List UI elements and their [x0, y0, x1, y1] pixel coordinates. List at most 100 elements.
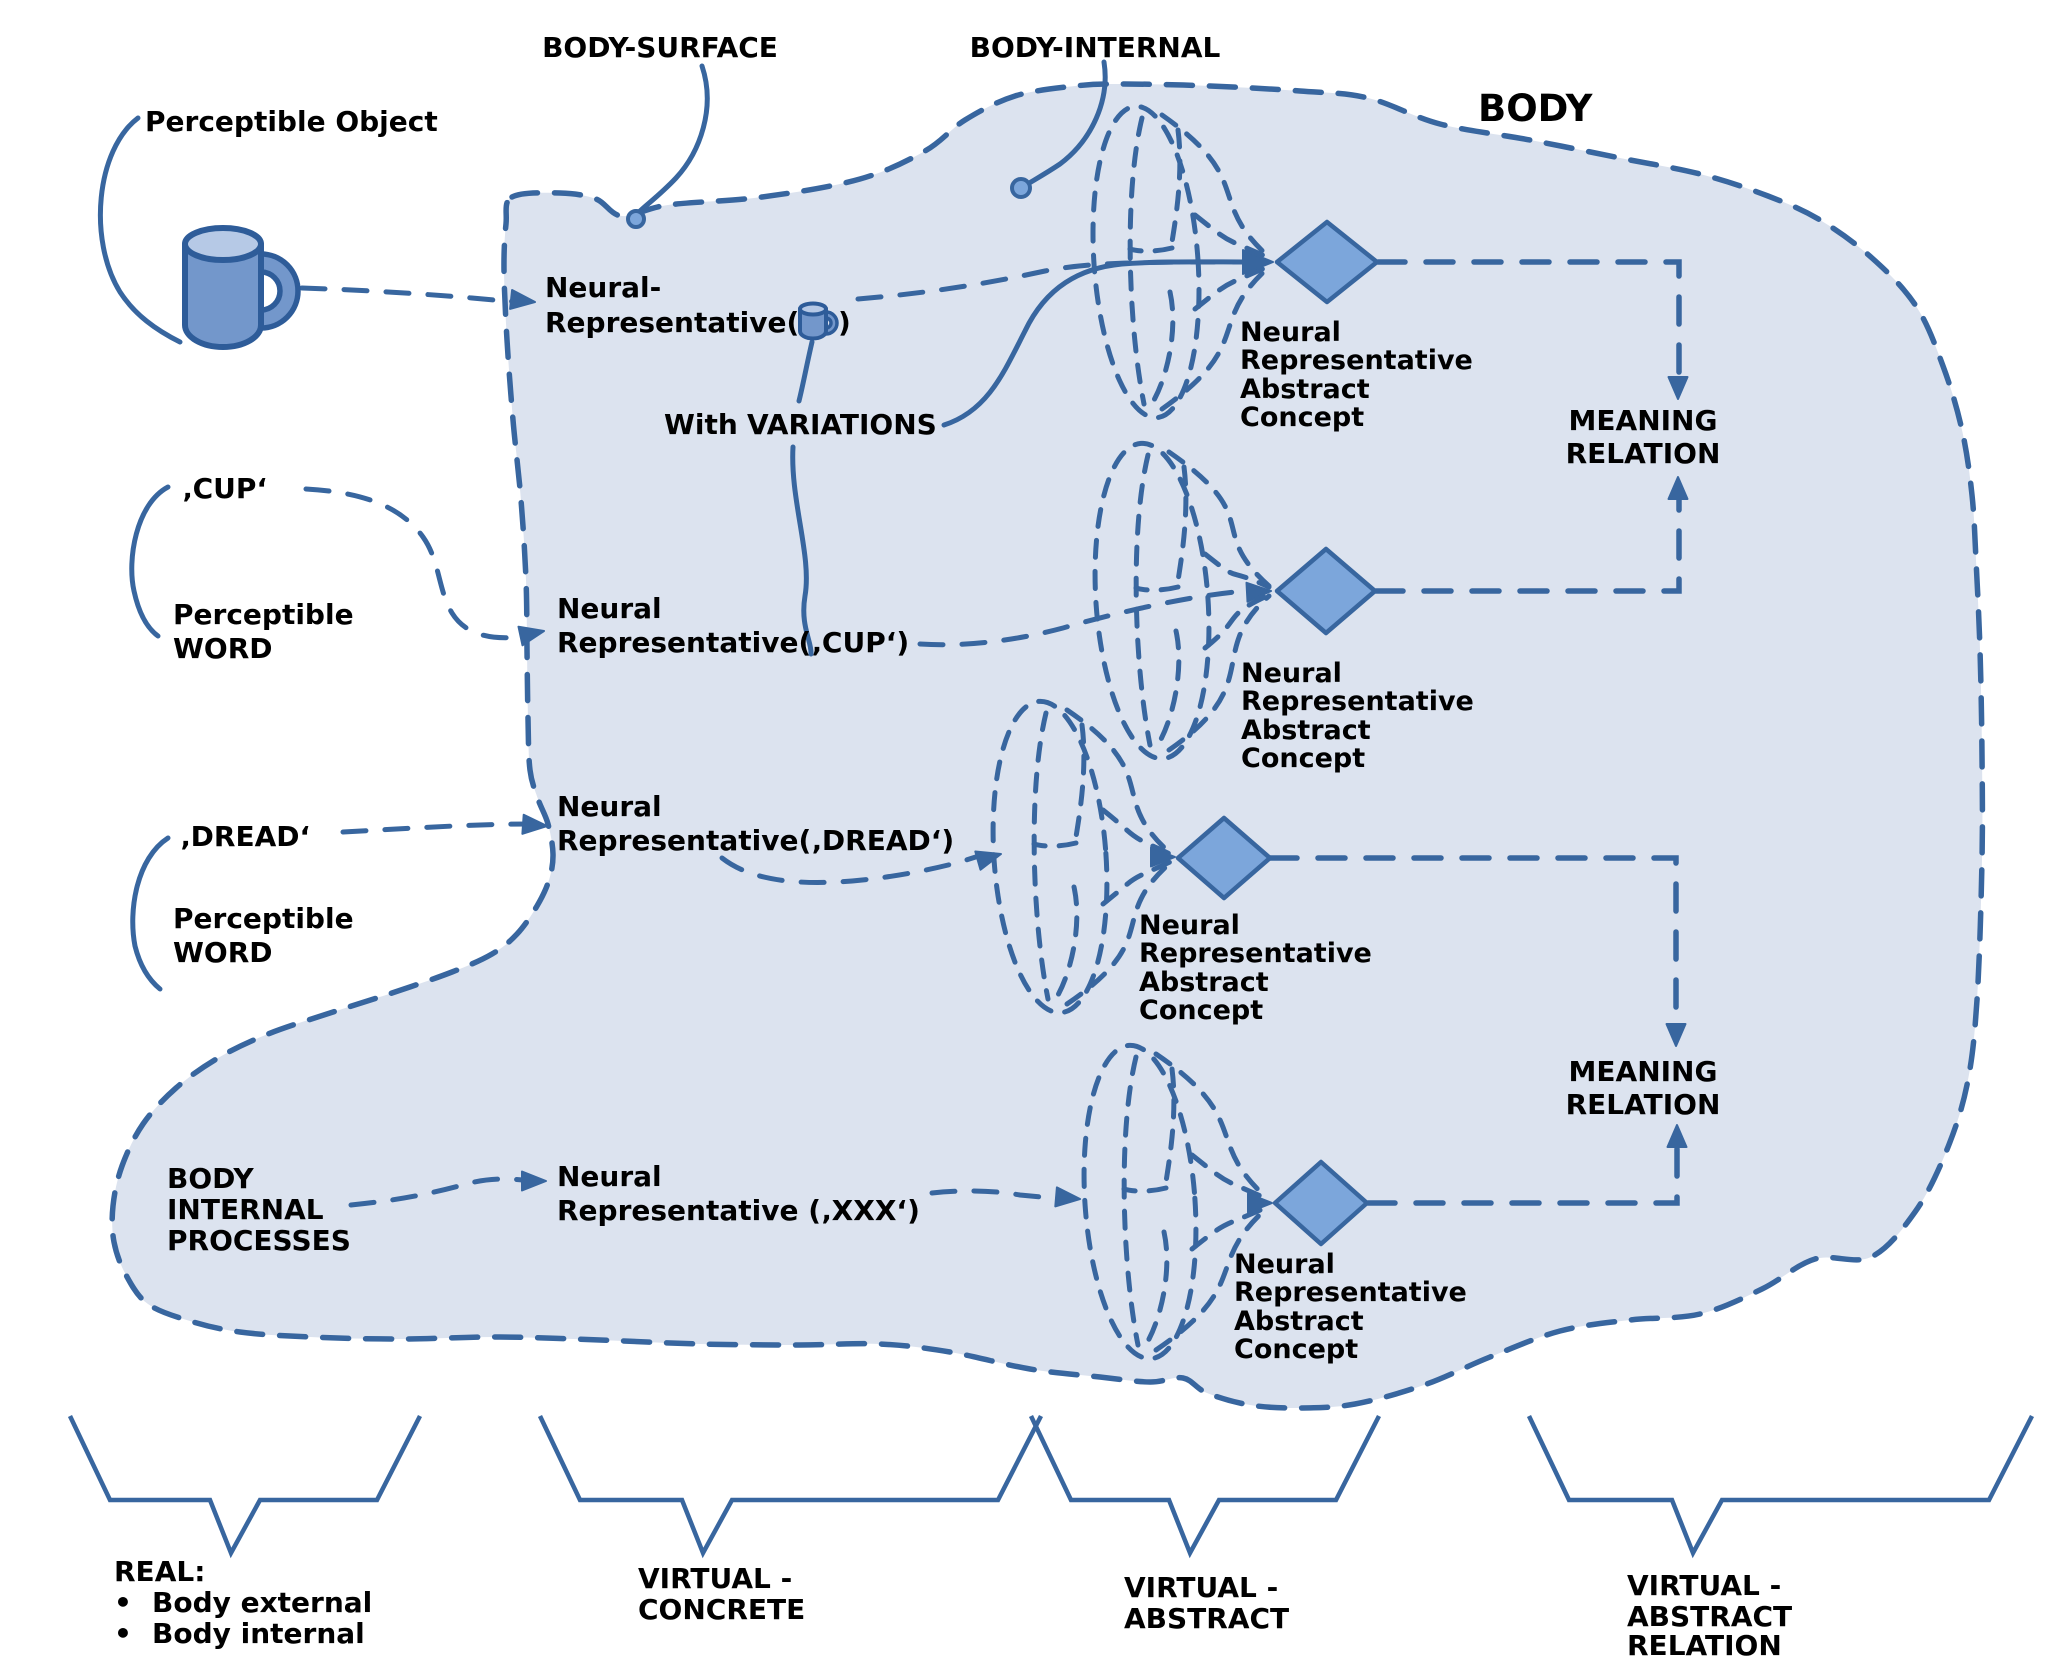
meaning-relation-1-line2: RELATION	[1566, 437, 1721, 470]
funnel-xxx	[1081, 1042, 1270, 1362]
label-body-surface: BODY-SURFACE	[542, 31, 778, 64]
legend-virtual-abstract-line1: VIRTUAL -	[1124, 1571, 1278, 1604]
abstract-concept-3-line2: Representative	[1139, 938, 1372, 969]
connector-dread-to-funnel	[719, 852, 985, 885]
label-neural-representative-cup-line2: Representative(‚CUP‘)	[557, 626, 909, 659]
label-neural-representative-xxx-line2: Representative (‚XXX‘)	[557, 1194, 920, 1227]
label-dread-word: ‚DREAD‘	[180, 820, 310, 853]
funnel-object	[1090, 103, 1272, 421]
pointer-body-surface	[636, 63, 710, 215]
brace-virtual-concrete	[537, 1414, 1044, 1559]
legend-virtual-concrete-line2: CONCRETE	[638, 1593, 805, 1626]
label-body-internal: BODY-INTERNAL	[970, 31, 1221, 64]
bracket-dread	[130, 835, 171, 992]
route-concept2-to-meaning1	[1373, 494, 1682, 594]
legend-virtual-abstract-relation-line2: ABSTRACT	[1627, 1600, 1792, 1633]
meaning-relation-1-line1: MEANING	[1569, 404, 1718, 437]
pointer-mug-variant-upper	[796, 339, 815, 404]
abstract-concept-1-line1: Neural	[1240, 317, 1341, 348]
abstract-concept-2-line3: Abstract	[1241, 715, 1371, 746]
abstract-concept-4-line3: Abstract	[1234, 1306, 1364, 1337]
legend-real-item2: •Body internal	[114, 1617, 365, 1650]
label-neural-representative-object-line2: Representative(	[545, 306, 799, 339]
connector-xxx-to-funnel	[929, 1188, 1065, 1202]
abstract-concept-1-line2: Representative	[1240, 345, 1473, 376]
arrowhead-apex-4	[1247, 1192, 1273, 1214]
legend-real-item1: •Body external	[114, 1586, 372, 1619]
arrowhead-object-input	[509, 289, 536, 310]
brace-virtual-abstract-relation	[1526, 1414, 2035, 1559]
body-outline	[109, 81, 1986, 1411]
legend-virtual-concrete-line1: VIRTUAL -	[638, 1562, 792, 1595]
arrowhead-dread-input	[521, 813, 548, 835]
abstract-concept-4-line4: Concept	[1234, 1334, 1358, 1365]
arrowhead-apex-1	[1242, 249, 1274, 275]
diamond-concept-4	[1272, 1159, 1370, 1247]
route-concept4-to-meaning2	[1365, 1141, 1680, 1206]
label-body-internal-processes-line3: PROCESSES	[167, 1224, 351, 1257]
route-concept3-to-meaning2	[1267, 855, 1679, 1030]
arrowhead-cup-input	[517, 625, 545, 647]
arrowhead-mr2-up	[1666, 1124, 1688, 1148]
abstract-concept-1-line3: Abstract	[1240, 374, 1370, 405]
pointer-body-internal	[1023, 59, 1108, 188]
legend-virtual-abstract-line2: ABSTRACT	[1124, 1602, 1289, 1635]
legend-virtual-abstract-relation-line3: RELATION	[1627, 1629, 1782, 1657]
route-concept1-to-meaning1	[1375, 259, 1682, 383]
body-surface-dot	[626, 209, 646, 229]
connector-cup-to-funnel	[917, 588, 1255, 648]
legend-virtual-abstract-relation-line1: VIRTUAL -	[1627, 1569, 1781, 1602]
pointer-variations-to-funnel	[941, 259, 1253, 428]
label-perceptible-word-dread-line1: Perceptible	[173, 902, 354, 935]
arrowhead-mr1-down	[1667, 376, 1689, 400]
brace-virtual-abstract	[1028, 1414, 1382, 1559]
abstract-concept-3-line3: Abstract	[1139, 967, 1269, 998]
arrowhead-apex-2	[1245, 581, 1272, 603]
body-internal-dot	[1010, 177, 1032, 199]
label-body-internal-processes-line1: BODY	[167, 1162, 254, 1195]
abstract-concept-4-line1: Neural	[1234, 1249, 1335, 1280]
abstract-concept-2-line2: Representative	[1241, 686, 1474, 717]
abstract-concept-3-line1: Neural	[1139, 910, 1240, 941]
label-neural-representative-object-line1: Neural-	[545, 271, 661, 304]
label-perceptible-word-cup-line1: Perceptible	[173, 598, 354, 631]
funnel-dread	[990, 698, 1173, 1016]
connector-dread-to-body	[340, 821, 535, 835]
label-neural-representative-xxx-line1: Neural	[557, 1160, 662, 1193]
bracket-cup	[129, 484, 171, 639]
label-perceptible-word-cup-line2: WORD	[173, 632, 273, 665]
mug-icon	[182, 225, 301, 350]
legend-real-title: REAL:	[114, 1555, 205, 1588]
abstract-concept-2-line4: Concept	[1241, 743, 1365, 774]
label-body-internal-processes-line2: INTERNAL	[167, 1193, 324, 1226]
abstract-concept-1-line4: Concept	[1240, 402, 1364, 433]
label-perceptible-word-dread-line2: WORD	[173, 936, 273, 969]
label-neural-representative-cup-line1: Neural	[557, 592, 662, 625]
abstract-concept-3-line4: Concept	[1139, 995, 1263, 1026]
arrowhead-mr1-up	[1667, 476, 1689, 500]
connector-object-to-funnel	[855, 259, 1253, 302]
arrowhead-xxx-funnel	[1054, 1186, 1081, 1208]
label-neural-representative-dread-line1: Neural	[557, 790, 662, 823]
arrowhead-apex-3	[1150, 846, 1176, 868]
bracket-perceptible-object	[97, 115, 183, 345]
tiny-mug-icon	[798, 301, 839, 341]
label-neural-representative-dread-line2: Representative(‚DREAD‘)	[557, 824, 954, 857]
connector-cup-to-body	[303, 486, 531, 641]
label-body: BODY	[1478, 87, 1594, 130]
diamond-concept-1	[1274, 219, 1380, 305]
meaning-relation-2-line2: RELATION	[1566, 1088, 1721, 1121]
label-neural-representative-object-close: )	[838, 306, 851, 339]
meaning-relation-2-line1: MEANING	[1569, 1055, 1718, 1088]
connector-object-to-body	[299, 285, 523, 305]
arrowhead-xxx-input	[521, 1170, 547, 1192]
arrowhead-mr2-down	[1665, 1023, 1687, 1047]
pointer-mug-variant-lower	[790, 444, 814, 657]
abstract-concept-2-line1: Neural	[1241, 658, 1342, 689]
brace-real	[67, 1414, 423, 1559]
diamond-concept-3	[1175, 815, 1273, 901]
label-perceptible-object: Perceptible Object	[145, 105, 438, 138]
